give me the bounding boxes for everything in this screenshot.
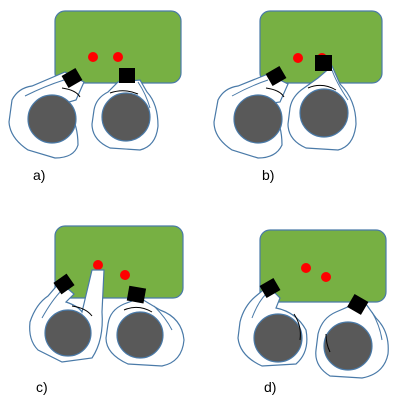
panel-label-a: a) — [33, 167, 45, 183]
shoulder-curve — [325, 333, 331, 353]
hand-marker-b-right — [315, 55, 332, 71]
target-dot-c2 — [120, 270, 130, 280]
panel-c: c) — [29, 225, 185, 395]
target-dot-a2 — [113, 52, 123, 62]
panel-b: b) — [213, 10, 383, 183]
person-right-b — [287, 55, 357, 151]
person-left-d — [237, 277, 308, 367]
head-right-d — [323, 321, 373, 371]
target-dot-d1 — [301, 263, 311, 273]
target-dot-d2 — [321, 272, 331, 282]
panel-label-d: d) — [264, 379, 276, 395]
arm-inner — [251, 293, 267, 319]
arm-inner — [24, 79, 65, 97]
person-right-d — [315, 293, 389, 379]
panel-label-b: b) — [262, 167, 274, 183]
shoulder-curve — [109, 90, 139, 95]
arm-inner — [331, 69, 349, 101]
arm-inner — [231, 79, 269, 97]
head-left-a — [27, 94, 77, 144]
table-c — [54, 225, 184, 299]
person-right-a — [91, 68, 159, 151]
hand-marker-a-left — [61, 67, 83, 89]
shoulder-curve — [61, 87, 81, 98]
hand-marker-c-left — [53, 273, 75, 295]
hand-marker-b-left — [265, 65, 287, 87]
hand-marker-c-right — [126, 285, 147, 304]
panel-a: a) — [8, 10, 182, 183]
table-d — [259, 229, 387, 303]
person-right-c — [105, 285, 185, 367]
panel-d: d) — [237, 229, 389, 395]
shoulder-curve — [293, 313, 301, 341]
arm-inner — [153, 305, 173, 331]
arm-inner — [371, 311, 383, 341]
target-dot-b1 — [293, 53, 303, 63]
target-dot-c1 — [93, 260, 103, 270]
shoulder-curve — [307, 84, 337, 91]
hand-marker-d-left — [259, 277, 281, 299]
hand-marker-d-right — [347, 293, 369, 315]
person-left-b — [213, 65, 289, 159]
head-left-b — [233, 94, 283, 144]
shoulder-curve — [123, 306, 153, 313]
target-dot-a1 — [88, 52, 98, 62]
head-right-a — [101, 92, 151, 142]
head-left-d — [253, 313, 303, 363]
shoulder-curve — [265, 87, 285, 98]
panel-label-c: c) — [36, 379, 48, 395]
head-left-c — [44, 309, 92, 357]
hand-marker-a-right — [119, 68, 135, 83]
person-left-c — [29, 269, 105, 363]
head-right-b — [299, 88, 349, 138]
head-right-c — [116, 311, 164, 359]
shoulder-curve — [71, 305, 93, 317]
arm-inner — [137, 81, 151, 109]
person-left-a — [8, 67, 85, 159]
